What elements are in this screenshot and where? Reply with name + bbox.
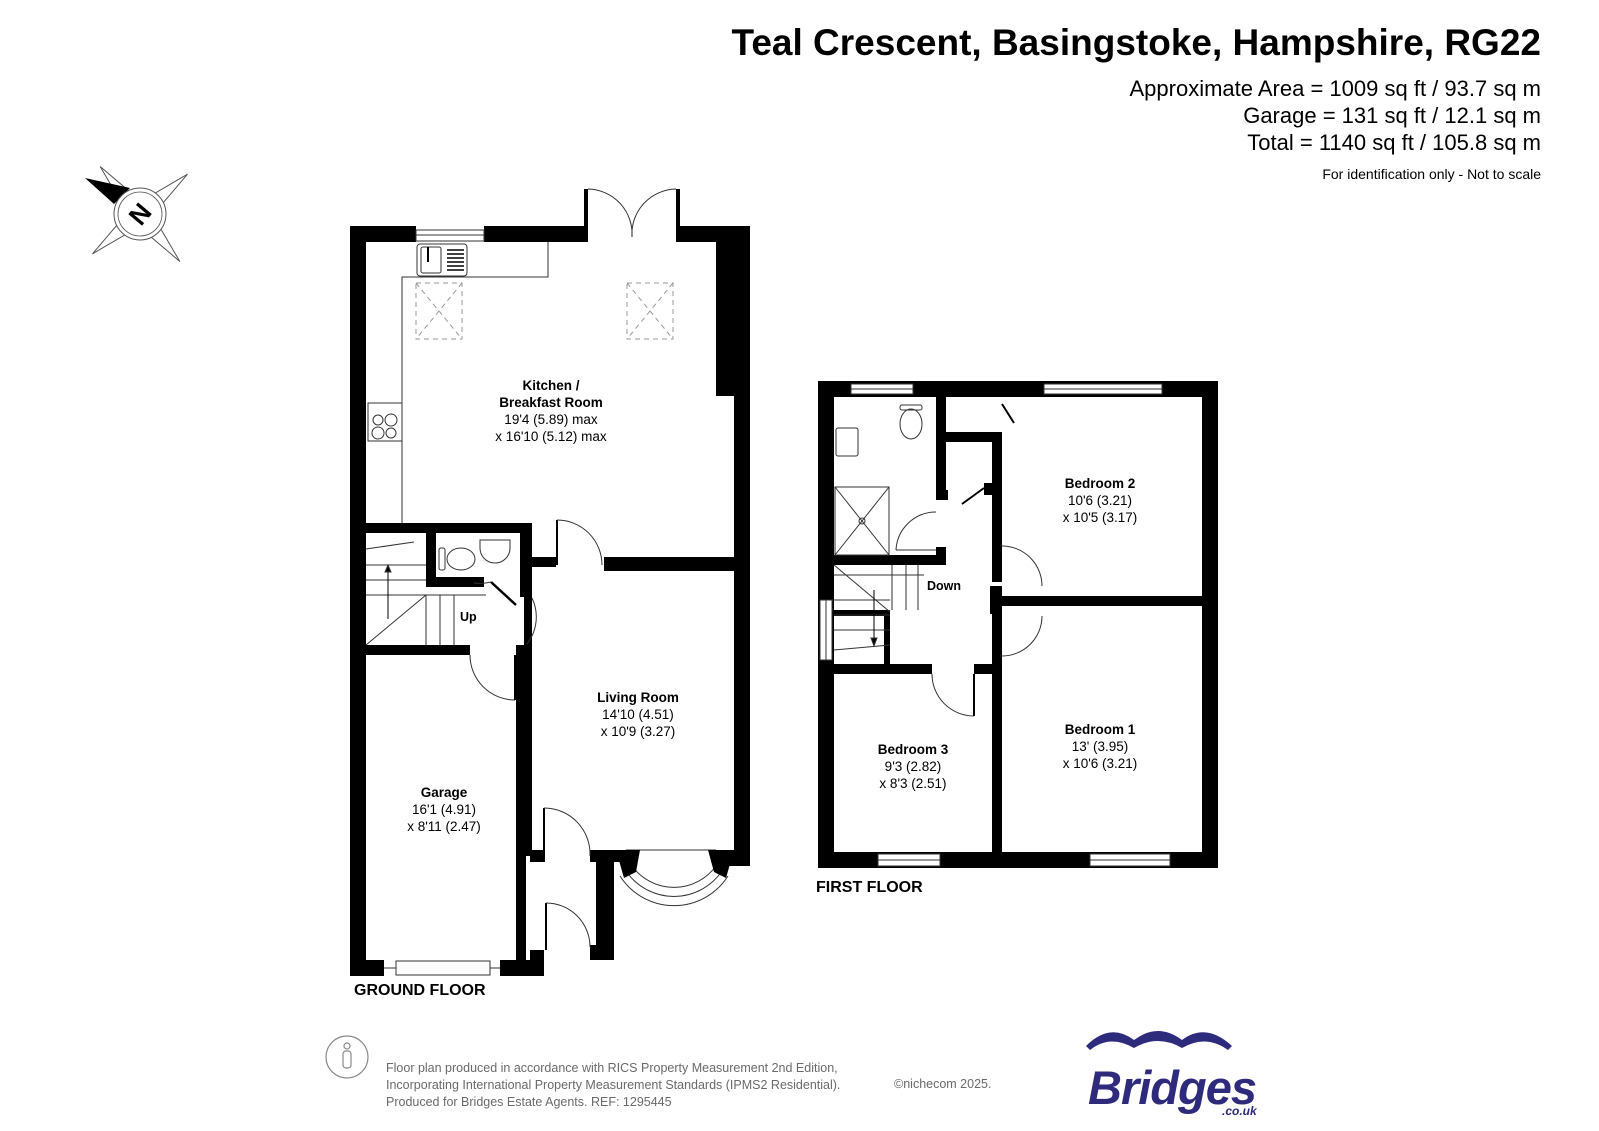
first-floor-label: FIRST FLOOR	[816, 879, 923, 896]
approximate-area: Approximate Area = 1009 sq ft / 93.7 sq …	[1129, 76, 1541, 101]
property-title: Teal Crescent, Basingstoke, Hampshire, R…	[731, 22, 1541, 63]
stairs-down-label: Down	[927, 579, 962, 593]
room-name: Bedroom 1	[1064, 722, 1136, 737]
room-dimension: 14'10 (4.51)	[602, 707, 674, 722]
room-dimension: 10'6 (3.21)	[1067, 493, 1133, 508]
stairs-up-label: Up	[460, 610, 477, 624]
room-dimension: x 10'5 (3.17)	[1062, 510, 1138, 525]
room-bedroom-3: Bedroom 3 9'3 (2.82) x 8'3 (2.51)	[878, 741, 949, 792]
ground-floor-label: GROUND FLOOR	[354, 982, 486, 999]
room-dimension: 9'3 (2.82)	[884, 759, 942, 774]
room-garage: Garage 16'1 (4.91) x 8'11 (2.47)	[407, 784, 481, 835]
room-name: Garage	[420, 785, 468, 800]
room-dimension: x 8'11 (2.47)	[407, 819, 481, 834]
room-name-line2: Breakfast Room	[499, 395, 603, 410]
total-area: Total = 1140 sq ft / 105.8 sq m	[1247, 130, 1541, 155]
footer-line: Produced for Bridges Estate Agents. REF:…	[386, 1095, 672, 1109]
rics-statement: Floor plan produced in accordance with R…	[386, 1060, 840, 1111]
room-name: Bedroom 2	[1064, 476, 1136, 491]
room-name: Bedroom 3	[877, 742, 949, 757]
ground-floor-walls	[350, 189, 750, 976]
room-dimension: x 8'3 (2.51)	[879, 776, 947, 791]
room-name: Living Room	[597, 690, 679, 705]
room-kitchen-breakfast: Kitchen / Breakfast Room 19'4 (5.89) max…	[495, 377, 606, 445]
room-dimension: 16'1 (4.91)	[411, 802, 477, 817]
room-dimension: x 10'9 (3.27)	[600, 724, 676, 739]
north-compass-icon: N	[85, 166, 188, 262]
room-living-room: Living Room 14'10 (4.51) x 10'9 (3.27)	[597, 689, 679, 740]
bridges-logo: Bridges	[1088, 1061, 1257, 1114]
footer-line: Floor plan produced in accordance with R…	[386, 1061, 838, 1075]
first-floor-walls	[818, 381, 1218, 868]
copyright: ©nichecom 2025.	[894, 1077, 992, 1091]
bridges-logo-domain: .co.uk	[1222, 1104, 1257, 1118]
room-name: Kitchen /	[522, 378, 580, 393]
garage-area: Garage = 131 sq ft / 12.1 sq m	[1243, 103, 1541, 128]
room-dimension: x 16'10 (5.12) max	[495, 429, 607, 444]
room-dimension: x 10'6 (3.21)	[1062, 756, 1138, 771]
room-dimension: 13' (3.95)	[1071, 739, 1129, 754]
footer-line: Incorporating International Property Mea…	[386, 1078, 841, 1092]
room-bedroom-2: Bedroom 2 10'6 (3.21) x 10'5 (3.17)	[1063, 475, 1138, 526]
scale-disclaimer: For identification only - Not to scale	[1322, 166, 1541, 182]
room-bedroom-1: Bedroom 1 13' (3.95) x 10'6 (3.21)	[1063, 721, 1138, 772]
room-dimension: 19'4 (5.89) max	[504, 412, 598, 427]
